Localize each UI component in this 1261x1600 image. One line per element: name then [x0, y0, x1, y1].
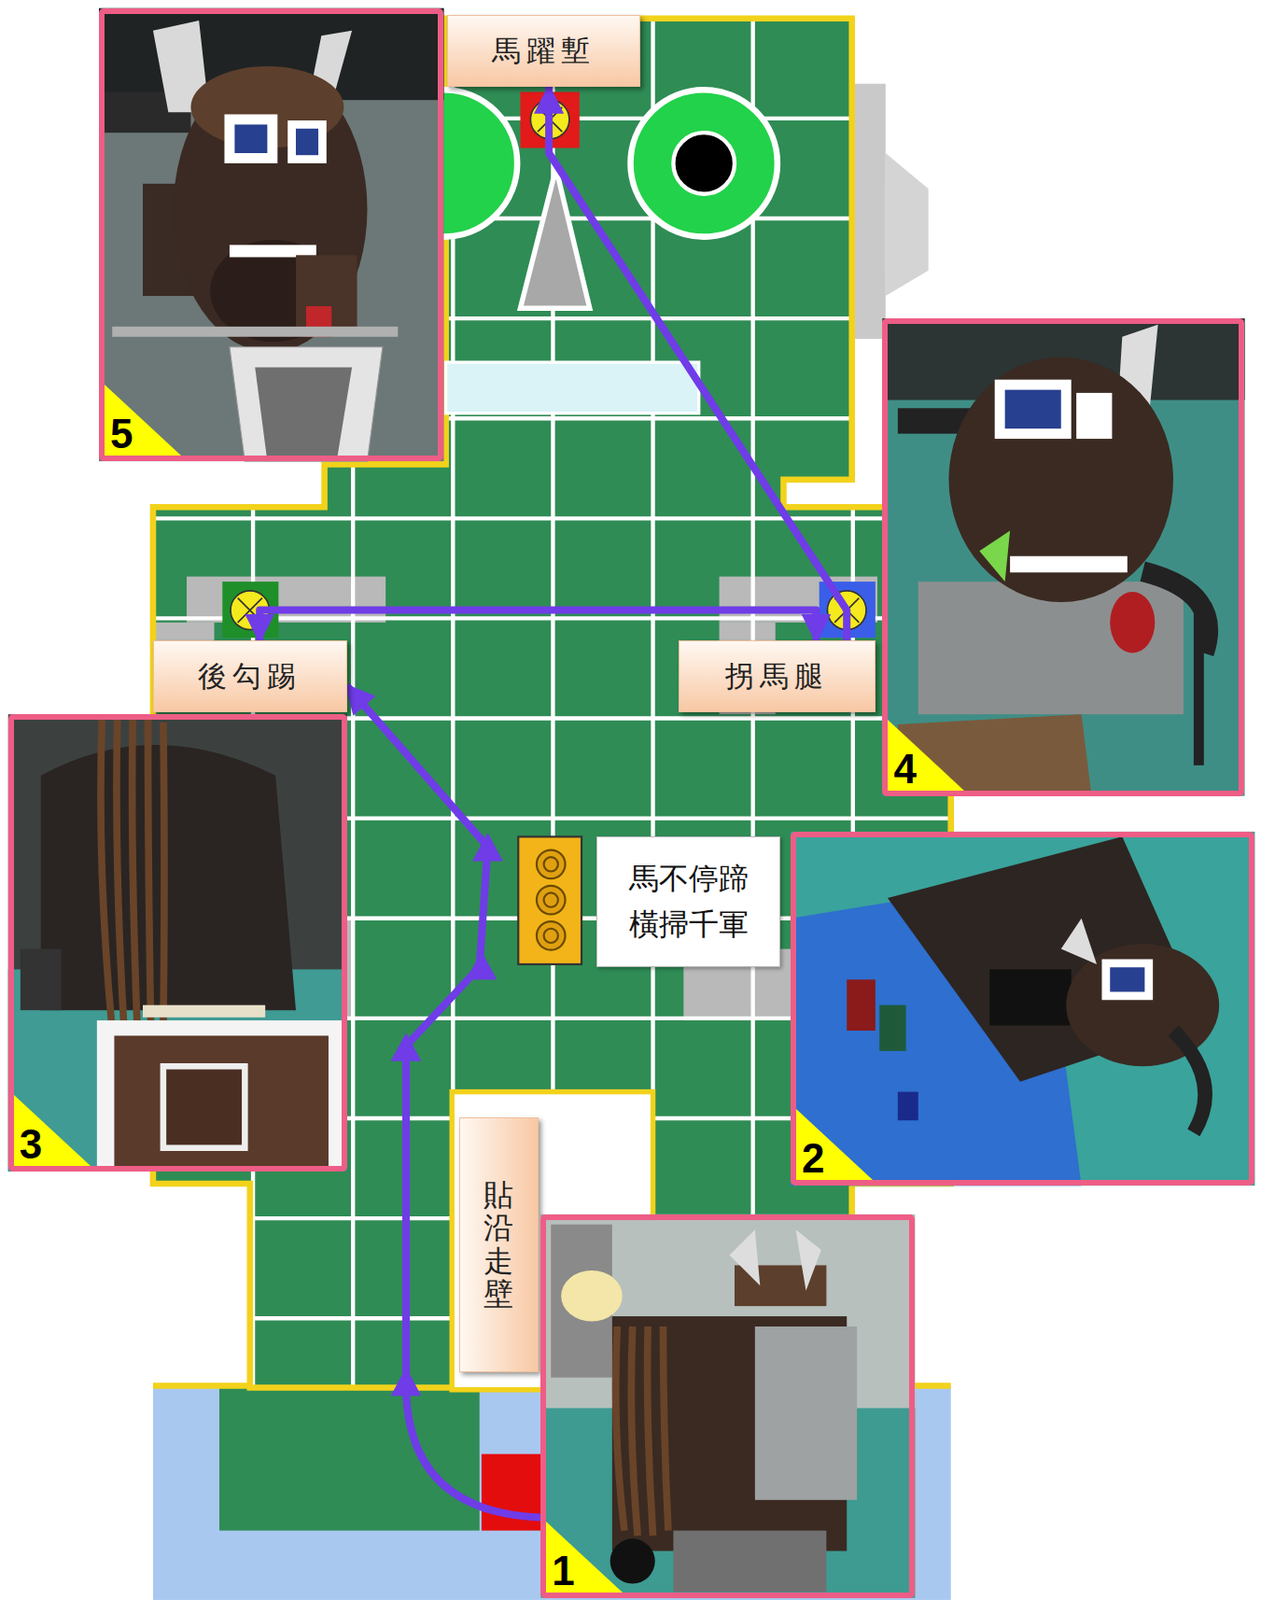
callout-number: 5: [110, 410, 133, 458]
route-arrow: [347, 686, 542, 1518]
task-label: 馬不停蹄 橫掃千軍: [596, 836, 781, 967]
photo-illustration: [224, 113, 278, 163]
photo-illustration: [163, 1065, 245, 1148]
callout-number: 2: [801, 1134, 825, 1182]
field-board: [186, 576, 386, 623]
wall-label: 貼沿走壁: [459, 1117, 539, 1373]
field-board: [153, 622, 215, 644]
label-text: 馬躍塹: [491, 31, 596, 71]
photo-illustration: [846, 979, 876, 1031]
callout-badge: 1: [546, 1521, 623, 1593]
coin-box: [544, 892, 559, 907]
photo-illustration: [112, 326, 398, 337]
callout-number: 3: [19, 1120, 43, 1168]
photo-illustration: [1076, 392, 1112, 439]
field-features: [854, 84, 886, 339]
photo-illustration: [98, 8, 444, 462]
field-features: [630, 89, 778, 237]
field-features: [672, 132, 735, 195]
callout-badge: 3: [14, 1094, 91, 1166]
photo-illustration: [610, 1538, 656, 1584]
label-text: 馬不停蹄 橫掃千軍: [619, 855, 757, 949]
callout-number: 1: [551, 1547, 575, 1595]
station-label: 拐馬腿: [678, 640, 876, 713]
photo-illustration: [879, 1005, 906, 1051]
station-label: 後勾踢: [153, 640, 348, 713]
photo-illustration: [8, 714, 348, 1172]
photo-illustration: [97, 1020, 342, 1172]
photo-illustration: [113, 1035, 329, 1171]
photo-illustration: [1173, 1030, 1205, 1133]
photo-illustration: [234, 124, 267, 154]
photo-illustration: [229, 347, 383, 462]
photo-illustration: [949, 357, 1174, 603]
label-text: 貼沿走壁: [483, 1178, 514, 1311]
photo-illustration: [729, 1229, 761, 1286]
coin-box: [536, 850, 566, 880]
photo-illustration: [616, 1326, 669, 1536]
label-text: 拐馬腿: [725, 657, 829, 697]
photo-illustration: [989, 968, 1071, 1025]
photo-illustration: [1101, 959, 1153, 1001]
photo-illustration: [796, 1229, 822, 1291]
photo-illustration: [994, 379, 1072, 439]
photo-illustration: [1109, 966, 1145, 992]
route-arrow: [259, 610, 816, 642]
photo-illustration: [100, 719, 165, 1039]
coin-box: [518, 836, 582, 965]
photo-illustration: [790, 831, 1255, 1186]
callout-number: 4: [893, 745, 916, 793]
photo-frame: 4: [882, 318, 1245, 797]
route-arrow: [548, 86, 847, 642]
photo-illustration: [540, 1214, 915, 1598]
photo-illustration: [672, 1530, 827, 1593]
photo-illustration: [1109, 591, 1155, 654]
coin-box: [544, 928, 559, 943]
photo-illustration: [1061, 918, 1097, 965]
photo-illustration: [173, 66, 368, 352]
callout-badge: 4: [887, 719, 965, 791]
photo-illustration: [1193, 612, 1205, 766]
coin-box: [518, 836, 582, 965]
photo-frame: 2: [790, 831, 1255, 1186]
coin-box: [536, 885, 566, 915]
coin-box: [536, 921, 566, 951]
field-features: [519, 168, 589, 309]
photo-illustration: [41, 744, 296, 1010]
field-features: [885, 153, 929, 296]
photo-illustration: [287, 120, 327, 164]
photo-illustration: [8, 8, 1256, 1598]
photo-frame: 3: [8, 714, 348, 1172]
field-features: [370, 84, 929, 414]
callout-badge: 5: [104, 384, 182, 456]
photo-frame: 5: [98, 8, 444, 462]
photo-illustration: [882, 318, 1245, 797]
photo-illustration: [979, 530, 1010, 582]
photo-illustration: [20, 949, 62, 1011]
callout-badge: 2: [796, 1108, 873, 1180]
photo-illustration: [755, 1326, 857, 1500]
photo-illustration: [1005, 390, 1062, 430]
photo-frame: 1: [540, 1214, 915, 1598]
photo-illustration: [560, 1270, 623, 1322]
start-zone: [219, 1385, 480, 1530]
photo-illustration: [295, 128, 319, 155]
label-text: 後勾踢: [197, 657, 302, 697]
photo-illustration: [1009, 556, 1128, 573]
station-label: 馬躍塹: [447, 14, 642, 87]
photo-illustration: [142, 1005, 266, 1018]
field-features: [446, 362, 700, 414]
photo-illustration: [897, 1092, 919, 1121]
coin-box: [544, 856, 559, 871]
photo-illustration: [254, 367, 352, 463]
